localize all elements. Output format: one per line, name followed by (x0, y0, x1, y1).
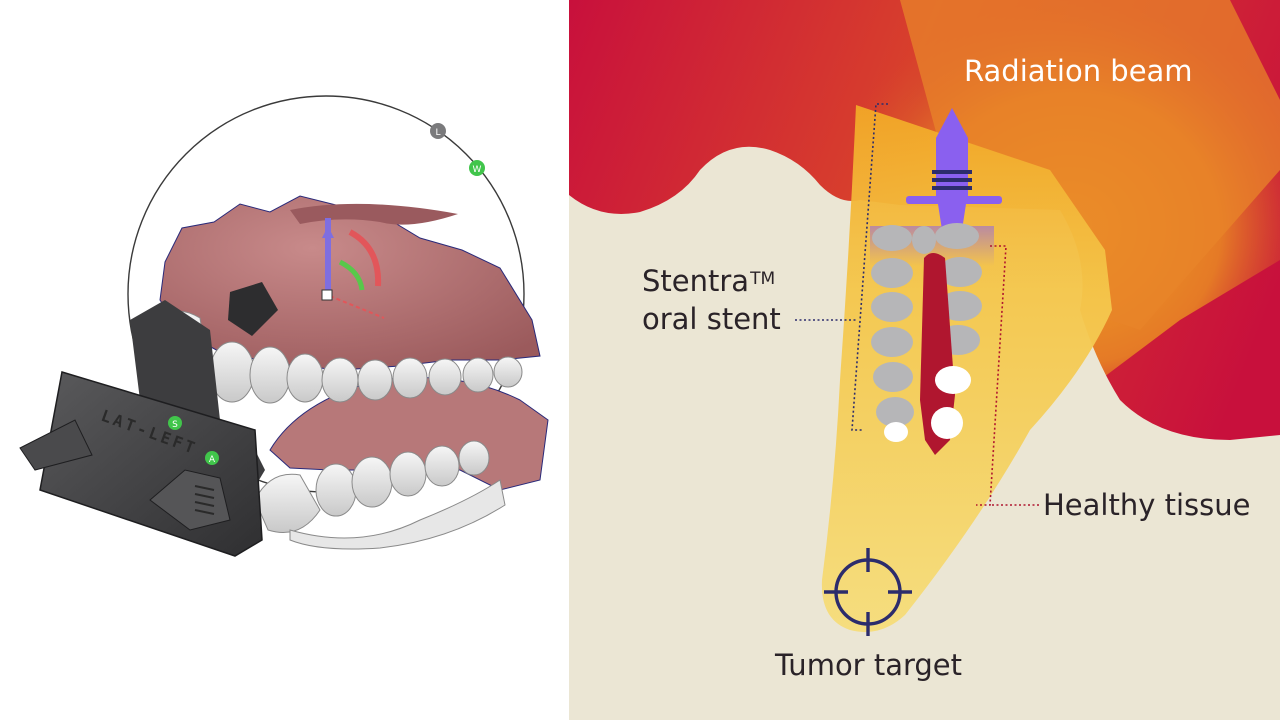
radiation-diagram (569, 0, 1280, 720)
svg-text:L: L (435, 128, 440, 138)
svg-text:W: W (473, 165, 482, 175)
handle-green-top[interactable]: W (469, 160, 485, 176)
stent-bracket (851, 103, 888, 431)
stent-device-3d: LAT-LEFT (19, 282, 278, 557)
svg-text:S: S (172, 420, 178, 430)
tissue-bracket (976, 245, 1007, 506)
lower-teeth (254, 440, 506, 550)
svg-text:A: A (209, 455, 216, 465)
healthy-tissue-label: Healthy tissue (1043, 488, 1251, 522)
stent-label-line2: oral stent (642, 302, 781, 336)
healthy-tissue-strip (920, 253, 955, 455)
stent-teeth-column (871, 223, 982, 455)
radiation-beam-label: Radiation beam (964, 54, 1193, 88)
handle-green-a[interactable]: A (205, 451, 219, 465)
transform-gizmo[interactable] (321, 218, 385, 319)
stent-label-line1: StentraTM (642, 264, 775, 298)
tumor-target-label: Tumor target (775, 648, 962, 682)
handle-grey[interactable]: L (430, 123, 446, 139)
palate-flap (290, 203, 458, 225)
crosshair-icon (824, 548, 912, 636)
dental-scan-3d-view: LAT-LEFT L W S A (0, 0, 569, 720)
stent-name: Stentra (642, 264, 750, 298)
stent-trademark: TM (750, 269, 776, 289)
handle-green-s[interactable]: S (168, 416, 182, 430)
